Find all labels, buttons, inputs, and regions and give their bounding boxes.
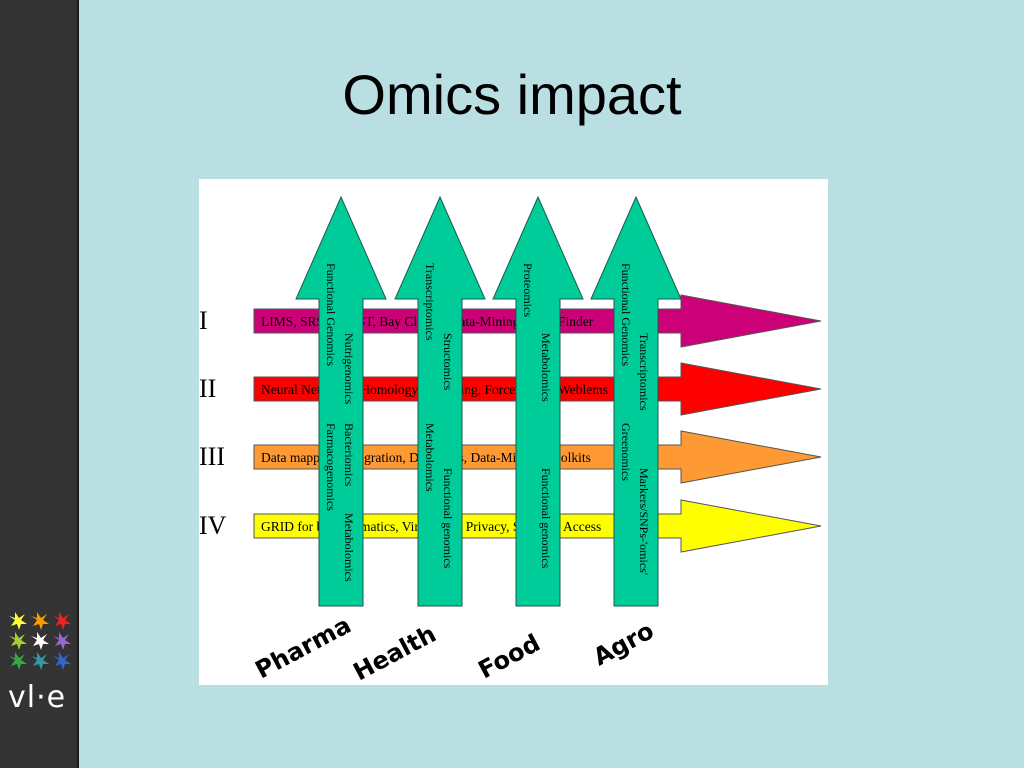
logo-row-2 xyxy=(9,632,71,650)
sector-label-health: Health xyxy=(349,620,441,685)
omics-col1-label: Farmacogenomics xyxy=(324,423,338,511)
vertical-arrow-shape xyxy=(394,195,486,607)
omics-col2-label: Metabolomics xyxy=(539,333,553,402)
omics-col2-label: Bacteriomics xyxy=(342,423,356,487)
omics-col2-label: Metabolomics xyxy=(342,513,356,582)
logo-row-1 xyxy=(9,612,71,630)
omics-col1-label: Functional Genomics xyxy=(619,263,633,366)
sector-label-food: Food xyxy=(474,629,545,685)
band-numeral: II xyxy=(199,374,216,403)
band-numeral: IV xyxy=(199,511,227,540)
omics-col1-label: Transcriptomics xyxy=(423,263,437,341)
vertical-arrow-shape xyxy=(295,195,387,607)
omics-col2-label: Nutrigenomics xyxy=(342,333,356,405)
omics-col2-label: Markers/SNPs-'omics' xyxy=(637,468,651,575)
logo-row-3 xyxy=(9,652,71,670)
omics-col1-label: Metabolomics xyxy=(423,423,437,492)
band-numeral: I xyxy=(199,306,208,335)
vertical-arrow-shape xyxy=(590,195,682,607)
omics-col2-label: Structomics xyxy=(441,333,455,391)
vle-logo-icon xyxy=(9,612,71,670)
vle-logo-text: vl·e xyxy=(8,680,67,715)
sector-label-pharma: Pharma xyxy=(251,611,356,685)
vertical-arrow-shape xyxy=(492,195,584,607)
omics-col2-label: Functional genomics xyxy=(441,468,455,569)
sector-label-agro: Agro xyxy=(589,616,659,671)
omics-col2-label: Functional genomics xyxy=(539,468,553,569)
omics-col1-label: Proteomics xyxy=(521,263,535,317)
omics-col1-label: Greenomics xyxy=(619,423,633,481)
slide-title: Omics impact xyxy=(342,63,682,126)
omics-col1-label: Functional Genomics xyxy=(324,263,338,366)
band-numeral: III xyxy=(199,442,225,471)
omics-col2-label: Transcriptomics xyxy=(637,333,651,411)
sidebar: vl·e xyxy=(0,0,79,768)
